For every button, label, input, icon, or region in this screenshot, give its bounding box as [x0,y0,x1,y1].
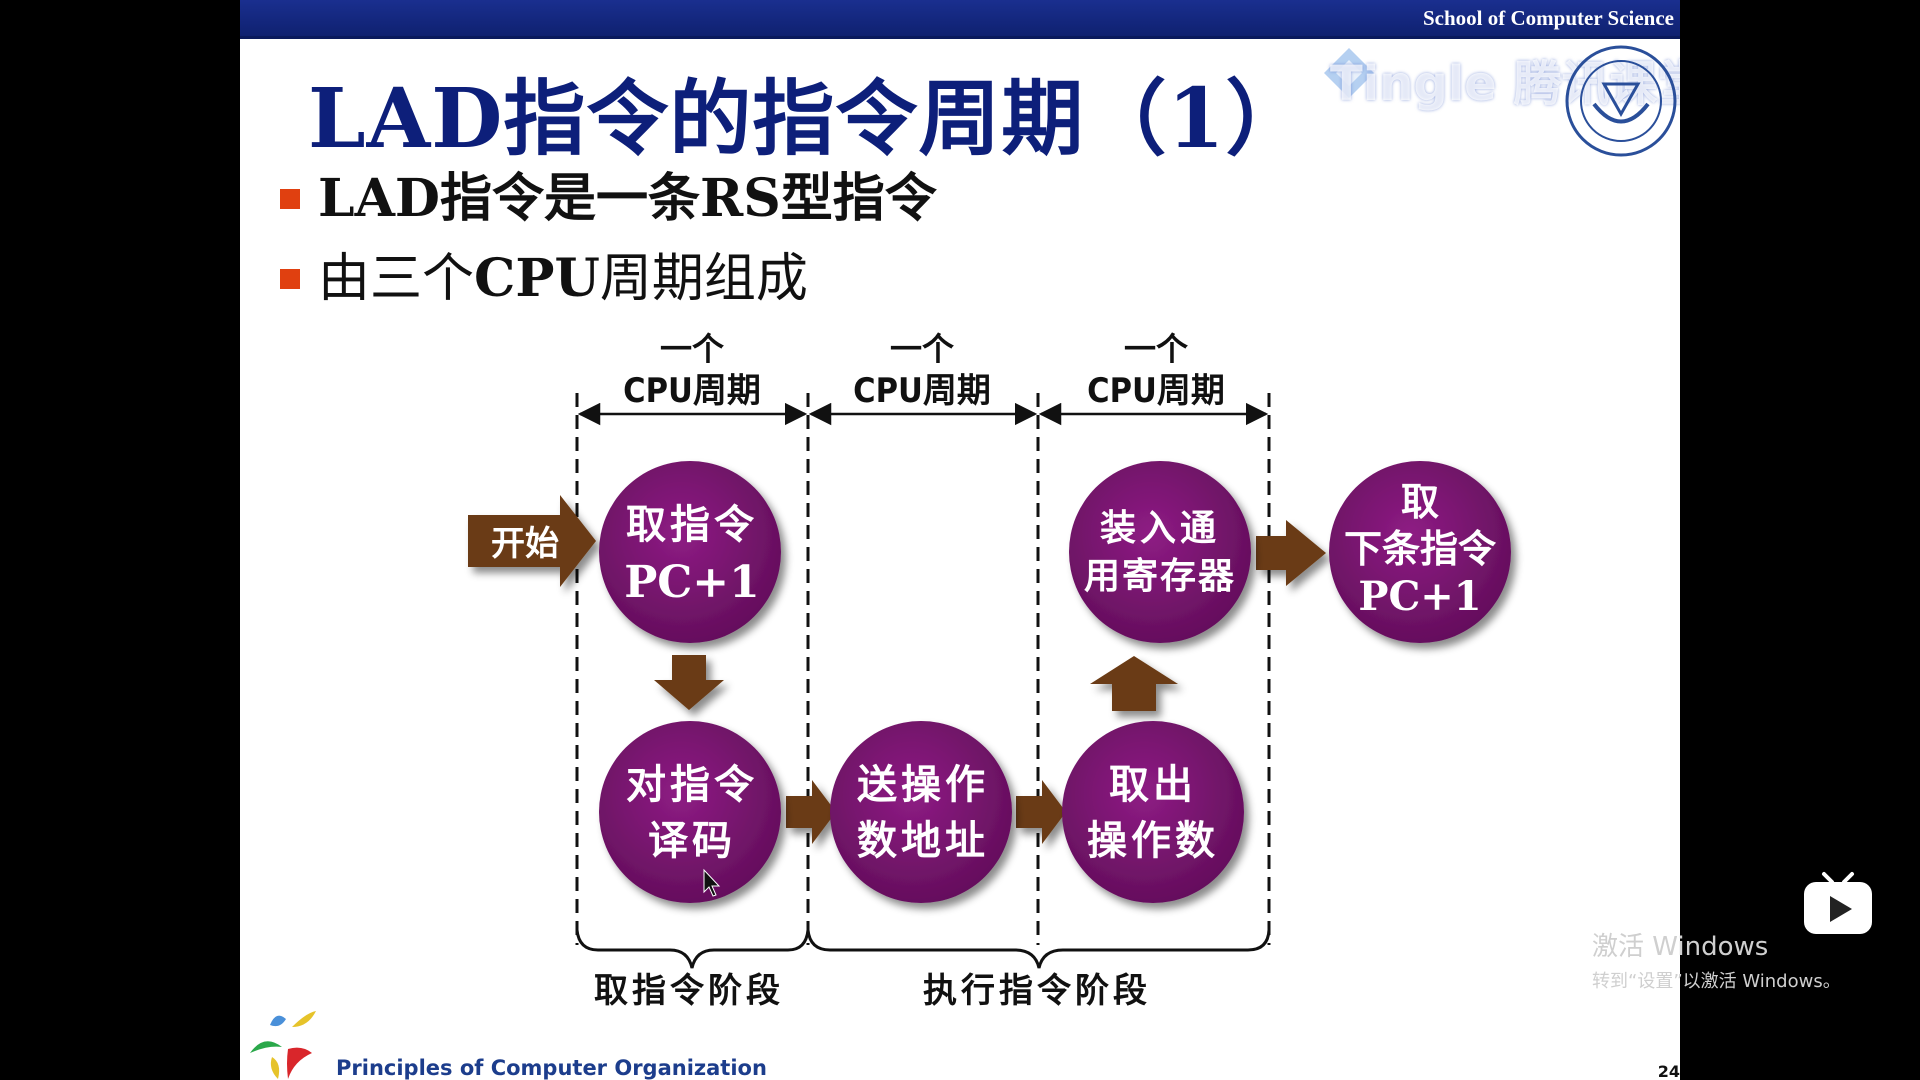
start-arrow: 开始 [468,495,596,587]
bullet-text-cpu: CPU [474,248,600,309]
cycle-3-label-line1: 一个 [1124,330,1188,368]
node-fetch-line1: 取指令 [626,501,758,548]
node-decode-line2: 译码 [648,817,736,864]
node-next-line3: PC+1 [1358,573,1481,620]
cycle-2-label-line1: 一个 [890,330,954,368]
cycle-2-label-line2: CPU周期 [853,371,991,411]
node-send-address-circle [830,721,1012,903]
cycle-3-label-line2: CPU周期 [1087,371,1225,411]
bullet-square-icon [280,268,300,289]
node-load-register-line2: 用寄存器 [1084,555,1236,597]
fetch-phase-brace [575,929,810,969]
node-fetch-operand-line2: 操作数 [1087,817,1219,864]
execute-phase-label: 执行指令阶段 [923,971,1151,1011]
slide-page-number: 24 [1657,1062,1680,1080]
node-decode-line1: 对指令 [626,761,758,808]
node-fetch-circle [599,461,781,643]
node-load-register-line1: 装入通 [1100,507,1220,549]
flow-arrows [654,520,1326,844]
arrow-up [1090,656,1178,711]
node-fetch-operand-circle [1062,721,1244,903]
activation-line1: 激活 Windows [1592,932,1769,962]
arrow-right [786,780,836,844]
start-label: 开始 [491,524,559,564]
bullet-text: LAD指令是一条RS型指令 [318,168,937,229]
cycle-boundaries [575,393,1271,945]
tencent-classroom-logo-icon [1324,48,1374,98]
university-seal-icon [1565,45,1677,157]
footer-course-name: Principles of Computer Organization [336,1056,767,1080]
bullet-text-suffix: 周期组成 [599,249,808,309]
mouse-cursor-icon [703,868,721,897]
activation-line2: 转到“设置”以激活 Windows。 [1592,971,1841,992]
slide: School of Computer Science LAD指令的指令周期（1）… [240,0,1680,1080]
cycle-1-label-line2: CPU周期 [623,371,761,411]
node-next-line2: 下条指令 [1344,526,1497,571]
bullet-square-icon [280,188,300,209]
arrow-down [654,655,724,710]
play-button-icon[interactable] [1802,870,1874,936]
node-send-address-line2: 数地址 [857,817,989,864]
instruction-cycle-diagram: 一个 CPU周期 一个 CPU周期 一个 CPU周期 开始 取指 [468,330,1511,1011]
fetch-phase-label: 取指令阶段 [594,971,784,1011]
node-send-address-line1: 送操作 [857,761,989,808]
slide-header-bar: School of Computer Science [240,0,1680,39]
arrow-right [1256,520,1326,586]
windows-activation-watermark: 激活 Windows 转到“设置”以激活 Windows。 [1592,926,1841,993]
school-name: School of Computer Science [1422,6,1674,30]
bullet-text-prefix: 由三个 [318,249,475,309]
slide-title: LAD指令的指令周期（1） [308,71,1309,167]
execute-phase-brace [806,929,1271,969]
arrow-right [1016,780,1066,844]
node-next-instruction-circle [1329,461,1511,643]
node-next-line1: 取 [1401,479,1439,524]
node-decode-circle [599,721,781,903]
bullet-item: LAD指令是一条RS型指令 [280,156,937,231]
cycle-1-label-line1: 一个 [660,330,724,368]
node-fetch-line2: PC+1 [624,557,760,608]
bullet-item: 由三个CPU周期组成 [280,236,808,311]
course-logo-icon [250,1011,316,1079]
node-fetch-operand-line1: 取出 [1109,761,1197,808]
node-load-register-circle [1069,461,1251,643]
